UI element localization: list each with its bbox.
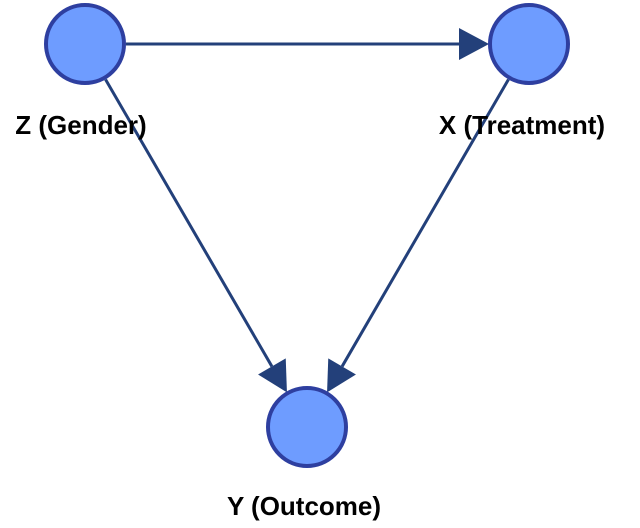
node-x [488, 3, 570, 85]
edge-x-to-y [327, 78, 510, 393]
arrowhead [327, 358, 356, 393]
node-x-label: X (Treatment) [439, 110, 605, 140]
node-y-label: Y (Outcome) [227, 491, 381, 521]
edge-z-to-y [104, 78, 287, 393]
edge-line [340, 78, 510, 368]
edges-layer [104, 28, 510, 393]
nodes-layer [44, 3, 570, 468]
edge-line [104, 78, 274, 368]
arrowhead [258, 358, 287, 393]
node-y [266, 386, 348, 468]
node-z [44, 3, 126, 85]
node-z-label: Z (Gender) [15, 110, 146, 140]
labels-layer: Z (Gender) X (Treatment) Y (Outcome) [15, 110, 605, 521]
edge-z-to-x [126, 28, 489, 60]
arrowhead [459, 28, 489, 60]
